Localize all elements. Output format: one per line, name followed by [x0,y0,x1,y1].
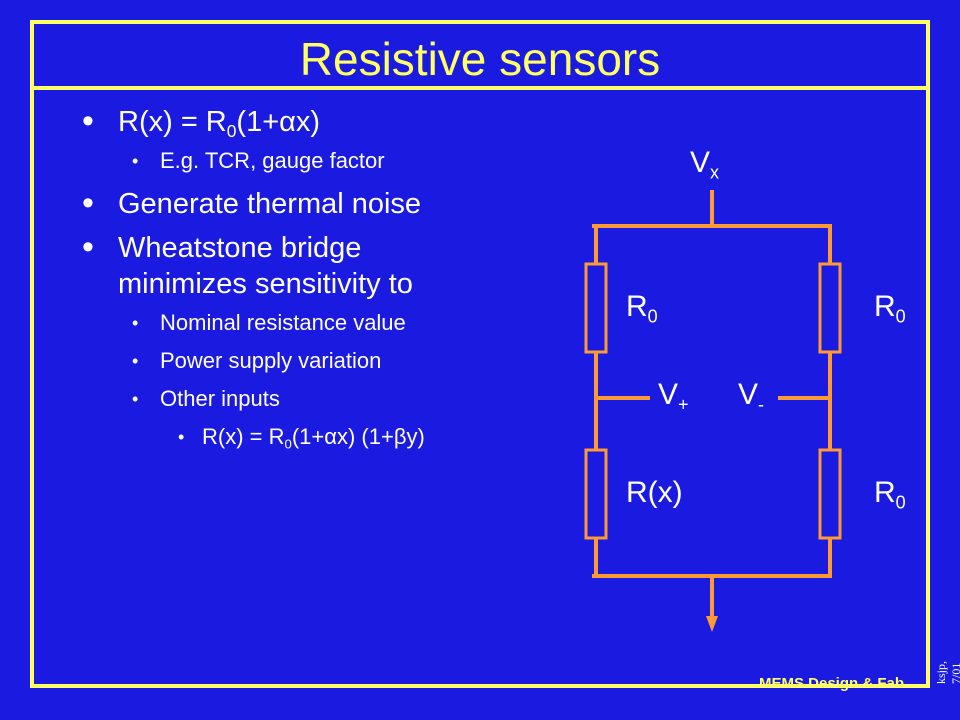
bullet-nominal-resistance: • Nominal resistance value [132,310,406,335]
bullet-resistance-two-inputs: • R(x) = R0(1+αx) (1+βy) [178,424,425,452]
title-bar: Resistive sensors [34,24,926,90]
resistor-top-right [818,262,842,354]
label-r-bottom-left: R(x) [626,476,683,509]
bullet-thermal-noise: • Generate thermal noise [82,184,422,222]
ground-arrow-icon [706,616,718,632]
label-vminus: V- [738,378,765,415]
label-vx: Vx [690,146,720,183]
bullet-dot: • [82,102,94,140]
bullet-power-supply: • Power supply variation [132,348,382,373]
resistor-top-left [584,262,608,354]
bullet-dot: • [82,228,94,266]
bullet-list: • R(x) = R0(1+αx) • E.g. TCR, gauge fact… [82,102,562,460]
label-r-bottom-right: R0 [874,476,906,513]
resistor-bottom-left [584,448,608,540]
label-r-top-right: R0 [874,290,906,327]
author-date-note: ksjp, 7/01 [934,660,960,684]
bullet-tcr: • E.g. TCR, gauge factor [132,148,385,173]
slide-frame [30,20,930,688]
bullet-dot: • [82,184,94,222]
label-r-top-left: R0 [626,290,658,327]
footer-course-title: MEMS Design & Fab [758,675,904,692]
bullet-dot: • [178,427,185,447]
slide-title: Resistive sensors [299,33,661,85]
bullet-dot: • [132,151,139,171]
bullet-resistance-model: • R(x) = R0(1+αx) [82,102,321,142]
bullet-other-inputs: • Other inputs [132,386,280,411]
label-vplus: V+ [658,378,689,415]
bullet-dot: • [132,389,139,409]
resistor-bottom-right [818,448,842,540]
bullet-dot: • [132,313,139,333]
bullet-dot: • [132,351,139,371]
bullet-wheatstone: • Wheatstone bridge minimizes sensitivit… [82,228,413,300]
